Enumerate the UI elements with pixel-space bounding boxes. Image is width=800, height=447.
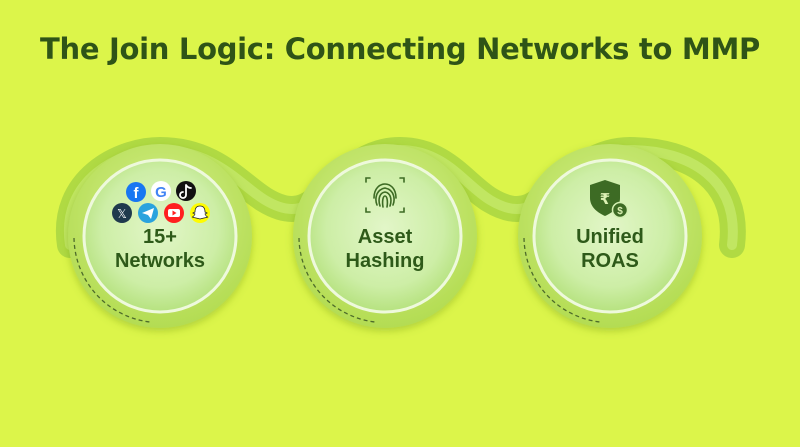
- node-disc-2: [307, 158, 463, 314]
- social-icons-cluster: f G 𝕏: [112, 181, 210, 223]
- snapchat-icon: [190, 203, 210, 223]
- svg-text:𝕏: 𝕏: [117, 207, 127, 221]
- rupee-shield-dollar-icon: ₹ $: [590, 180, 629, 219]
- tiktok-icon: [176, 181, 196, 201]
- svg-text:$: $: [617, 206, 623, 217]
- svg-text:G: G: [155, 184, 167, 201]
- youtube-icon: [164, 203, 184, 223]
- page-title: The Join Logic: Connecting Networks to M…: [40, 32, 760, 66]
- dashed-arc-1: [73, 237, 151, 323]
- step-label-networks: 15+ Networks: [114, 226, 206, 272]
- svg-text:f: f: [134, 185, 140, 202]
- x-icon: 𝕏: [112, 203, 132, 223]
- facebook-icon: f: [126, 182, 146, 202]
- svg-text:₹: ₹: [600, 190, 610, 208]
- telegram-icon: [138, 203, 158, 223]
- step-label-unified-roas: Unified ROAS: [576, 226, 644, 272]
- fingerprint-scan-icon: [365, 177, 405, 213]
- dashed-arc-3: [523, 237, 601, 323]
- dashed-arc-2: [298, 237, 376, 323]
- step-label-asset-hashing: Asset Hashing: [345, 226, 425, 272]
- node-disc-1: [82, 158, 238, 314]
- node-disc-3: [532, 158, 688, 314]
- google-icon: G: [151, 181, 171, 201]
